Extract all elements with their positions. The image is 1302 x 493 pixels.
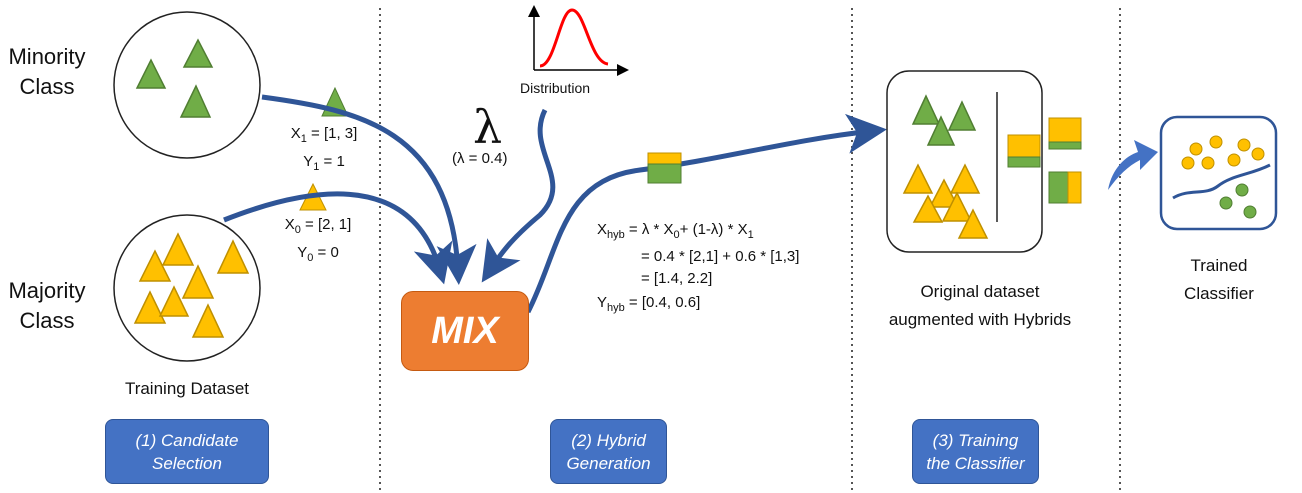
arrow-mix-to-augmented [525,113,887,314]
minority-triangle [179,84,212,118]
majority-triangle [138,249,172,282]
majority-triangle [949,163,981,194]
augmented-dataset-label: Original dataset augmented with Hybrids [888,282,1072,329]
minority-triangle [911,94,941,125]
majority-triangle [941,191,973,222]
majority-triangle [161,232,195,266]
decision-boundary [1172,163,1271,200]
hybrid-square [1007,134,1041,168]
stage-candidate-selection: (1) Candidate Selection [105,419,269,484]
hybrid-square [1048,171,1082,204]
arrow-majority-to-mix [223,191,453,285]
stage-training-classifier: (3) Training the Classifier [912,419,1039,484]
minority-triangle [135,58,167,89]
minority-class-set [113,11,261,159]
majority-triangle [957,208,989,239]
arrow-lambda-to-mix [481,108,556,283]
candidate-minority-values: X1 = [1, 3] Y1 = 1 [290,125,358,173]
stage-hybrid-generation: (2) Hybrid Generation [550,419,667,484]
lambda-symbol: λ [473,100,503,154]
trained-classifier-icon [1159,115,1278,231]
majority-class-label: Majority Class [8,278,86,333]
mix-block: MIX [401,291,529,371]
majority-triangle [133,290,167,324]
distribution-plot [528,5,629,76]
majority-triangle [181,264,215,299]
augmented-dataset-box [886,70,1082,253]
minority-class-label: Minority Class [8,44,86,99]
majority-triangle [216,239,250,274]
lambda-value: (λ = 0.4) [452,150,508,167]
hybrid-square [1048,117,1082,150]
candidate-majority-values: X0 = [2, 1] Y0 = 0 [284,216,352,264]
hybrid-formula: Xhyb = λ * X0+ (1-λ) * X1 = 0.4 * [2,1] … [597,221,800,314]
arrow-to-classifier-icon [1108,140,1158,190]
trained-classifier-label: Trained Classifier [1184,256,1254,303]
arrow-minority-to-mix [261,94,477,285]
minority-triangle [947,100,977,131]
majority-triangle [191,303,225,338]
majority-triangle [912,194,944,223]
training-dataset-label: Training Dataset [124,379,250,398]
distribution-label: Distribution [520,80,591,96]
majority-triangle [928,178,960,208]
mix-label: MIX [431,309,499,352]
majority-triangle [902,163,934,194]
minority-triangle [182,38,214,68]
majority-class-set [113,214,261,362]
majority-triangle [158,285,190,317]
distribution-curve [539,8,609,68]
minority-triangle [926,115,956,146]
hybrid-sample-icon [647,152,682,184]
